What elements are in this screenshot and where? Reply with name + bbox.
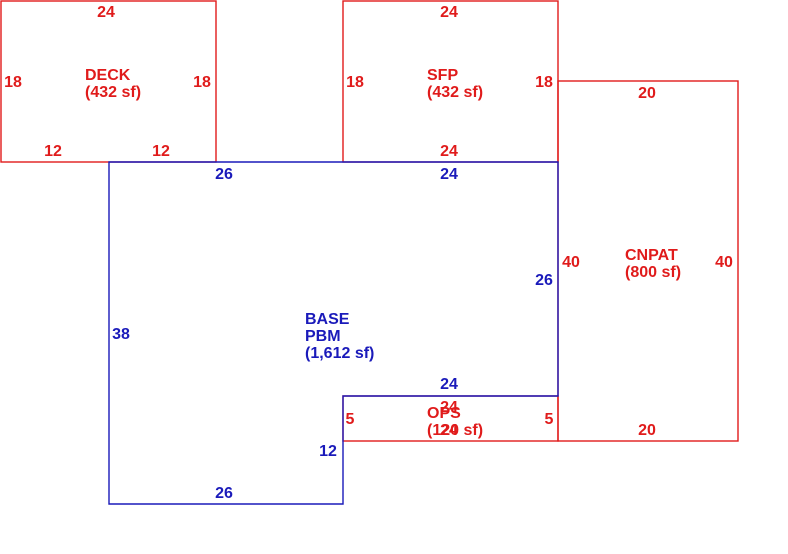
sfp-dim-top: 24 (440, 4, 458, 21)
sfp-dim-right: 18 (535, 74, 553, 91)
sfp-label: SFP (427, 67, 458, 84)
ops-label: OPS (427, 405, 461, 422)
base-label-2: PBM (305, 328, 341, 345)
cnpat-dim-bottom: 20 (638, 422, 656, 439)
deck-label: DECK (85, 67, 131, 84)
deck-dim-bottom-right: 12 (152, 143, 170, 160)
deck-dim-right: 18 (193, 74, 211, 91)
base-label: BASE (305, 311, 350, 328)
cnpat-dim-top: 20 (638, 85, 656, 102)
cnpat-area: (800 sf) (625, 264, 681, 281)
deck-area: (432 sf) (85, 84, 141, 101)
ops-dim-bottom: 24 (440, 422, 458, 439)
base-dim-top-right: 24 (440, 166, 458, 183)
base-dim-left: 38 (112, 326, 130, 343)
base-dim-top-left: 26 (215, 166, 233, 183)
base-area: (1,612 sf) (305, 345, 374, 362)
sfp-dim-left: 18 (346, 74, 364, 91)
base-dim-bottom: 26 (215, 485, 233, 502)
base-outline (108, 161, 559, 505)
cnpat-dim-right: 40 (715, 254, 733, 271)
cnpat-dim-left: 40 (562, 254, 580, 271)
sfp-area: (432 sf) (427, 84, 483, 101)
deck-dim-bottom-left: 12 (44, 143, 62, 160)
cnpat-label: CNPAT (625, 247, 678, 264)
base-dim-inner-top: 24 (440, 376, 458, 393)
base-dim-right: 26 (535, 272, 553, 289)
base-dim-inner-left: 12 (319, 443, 337, 460)
ops-area: (120 sf) (427, 422, 483, 439)
ops-dim-top: 24 (440, 399, 458, 416)
deck-dim-top: 24 (97, 4, 115, 21)
ops-dim-left: 5 (346, 411, 355, 428)
ops-dim-right: 5 (545, 411, 554, 428)
deck-dim-left: 18 (4, 74, 22, 91)
sfp-dim-bottom: 24 (440, 143, 458, 160)
